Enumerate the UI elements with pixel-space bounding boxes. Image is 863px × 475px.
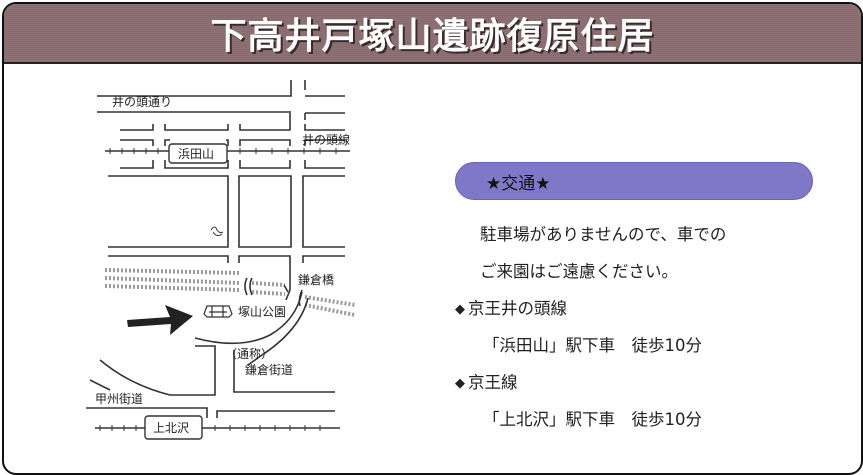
label-inokashira-line: 井の頭線 [302, 132, 350, 147]
route-keio: ◆京王線 [455, 364, 813, 401]
hamadayama-station-box [168, 143, 228, 164]
map-roads [86, 80, 356, 431]
kamikitazawa-station-box [144, 415, 203, 440]
label-kamikitazawa: 上北沢 [153, 421, 189, 435]
label-kamakura-kaido: 鎌倉街道 [245, 362, 293, 377]
dwelling-icon [203, 305, 233, 318]
parking-note-line2: ご来園はご遠慮ください。 [480, 262, 678, 281]
header-bar: 下高井戸塚山遺跡復原住居 [4, 4, 861, 64]
label-kamakurabashi: 鎌倉橋 [298, 272, 334, 287]
access-heading: ★交通★ [455, 162, 813, 200]
shrine-icon [210, 226, 224, 237]
label-koshu-kaido: 甲州街道 [95, 392, 143, 406]
label-tsukayama-park: 塚山公園 [238, 305, 286, 319]
label-tsusho: （通称） [225, 347, 273, 361]
route-detail: 「上北沢」駅下車 徒歩10分 [483, 410, 702, 429]
access-section: ★交通★ 駐車場がありませんので、車での ご来園はご遠慮ください。 ◆京王井の頭… [455, 162, 813, 438]
route-line-name: 京王井の頭線 [468, 299, 567, 318]
location-arrow-icon [127, 305, 193, 335]
route-line-name: 京王線 [468, 373, 518, 392]
diamond-bullet-icon: ◆ [455, 302, 465, 317]
diamond-bullet-icon: ◆ [455, 376, 465, 391]
label-inokashira-dori: 井の頭通り [112, 95, 172, 109]
page-title: 下高井戸塚山遺跡復原住居 [210, 15, 655, 57]
parking-note-line1: 駐車場がありませんので、車での [480, 225, 727, 244]
route-inokashira: ◆京王井の頭線 [455, 290, 813, 327]
route-detail: 「浜田山」駅下車 徒歩10分 [483, 336, 702, 355]
label-hamadayama: 浜田山 [178, 147, 214, 161]
